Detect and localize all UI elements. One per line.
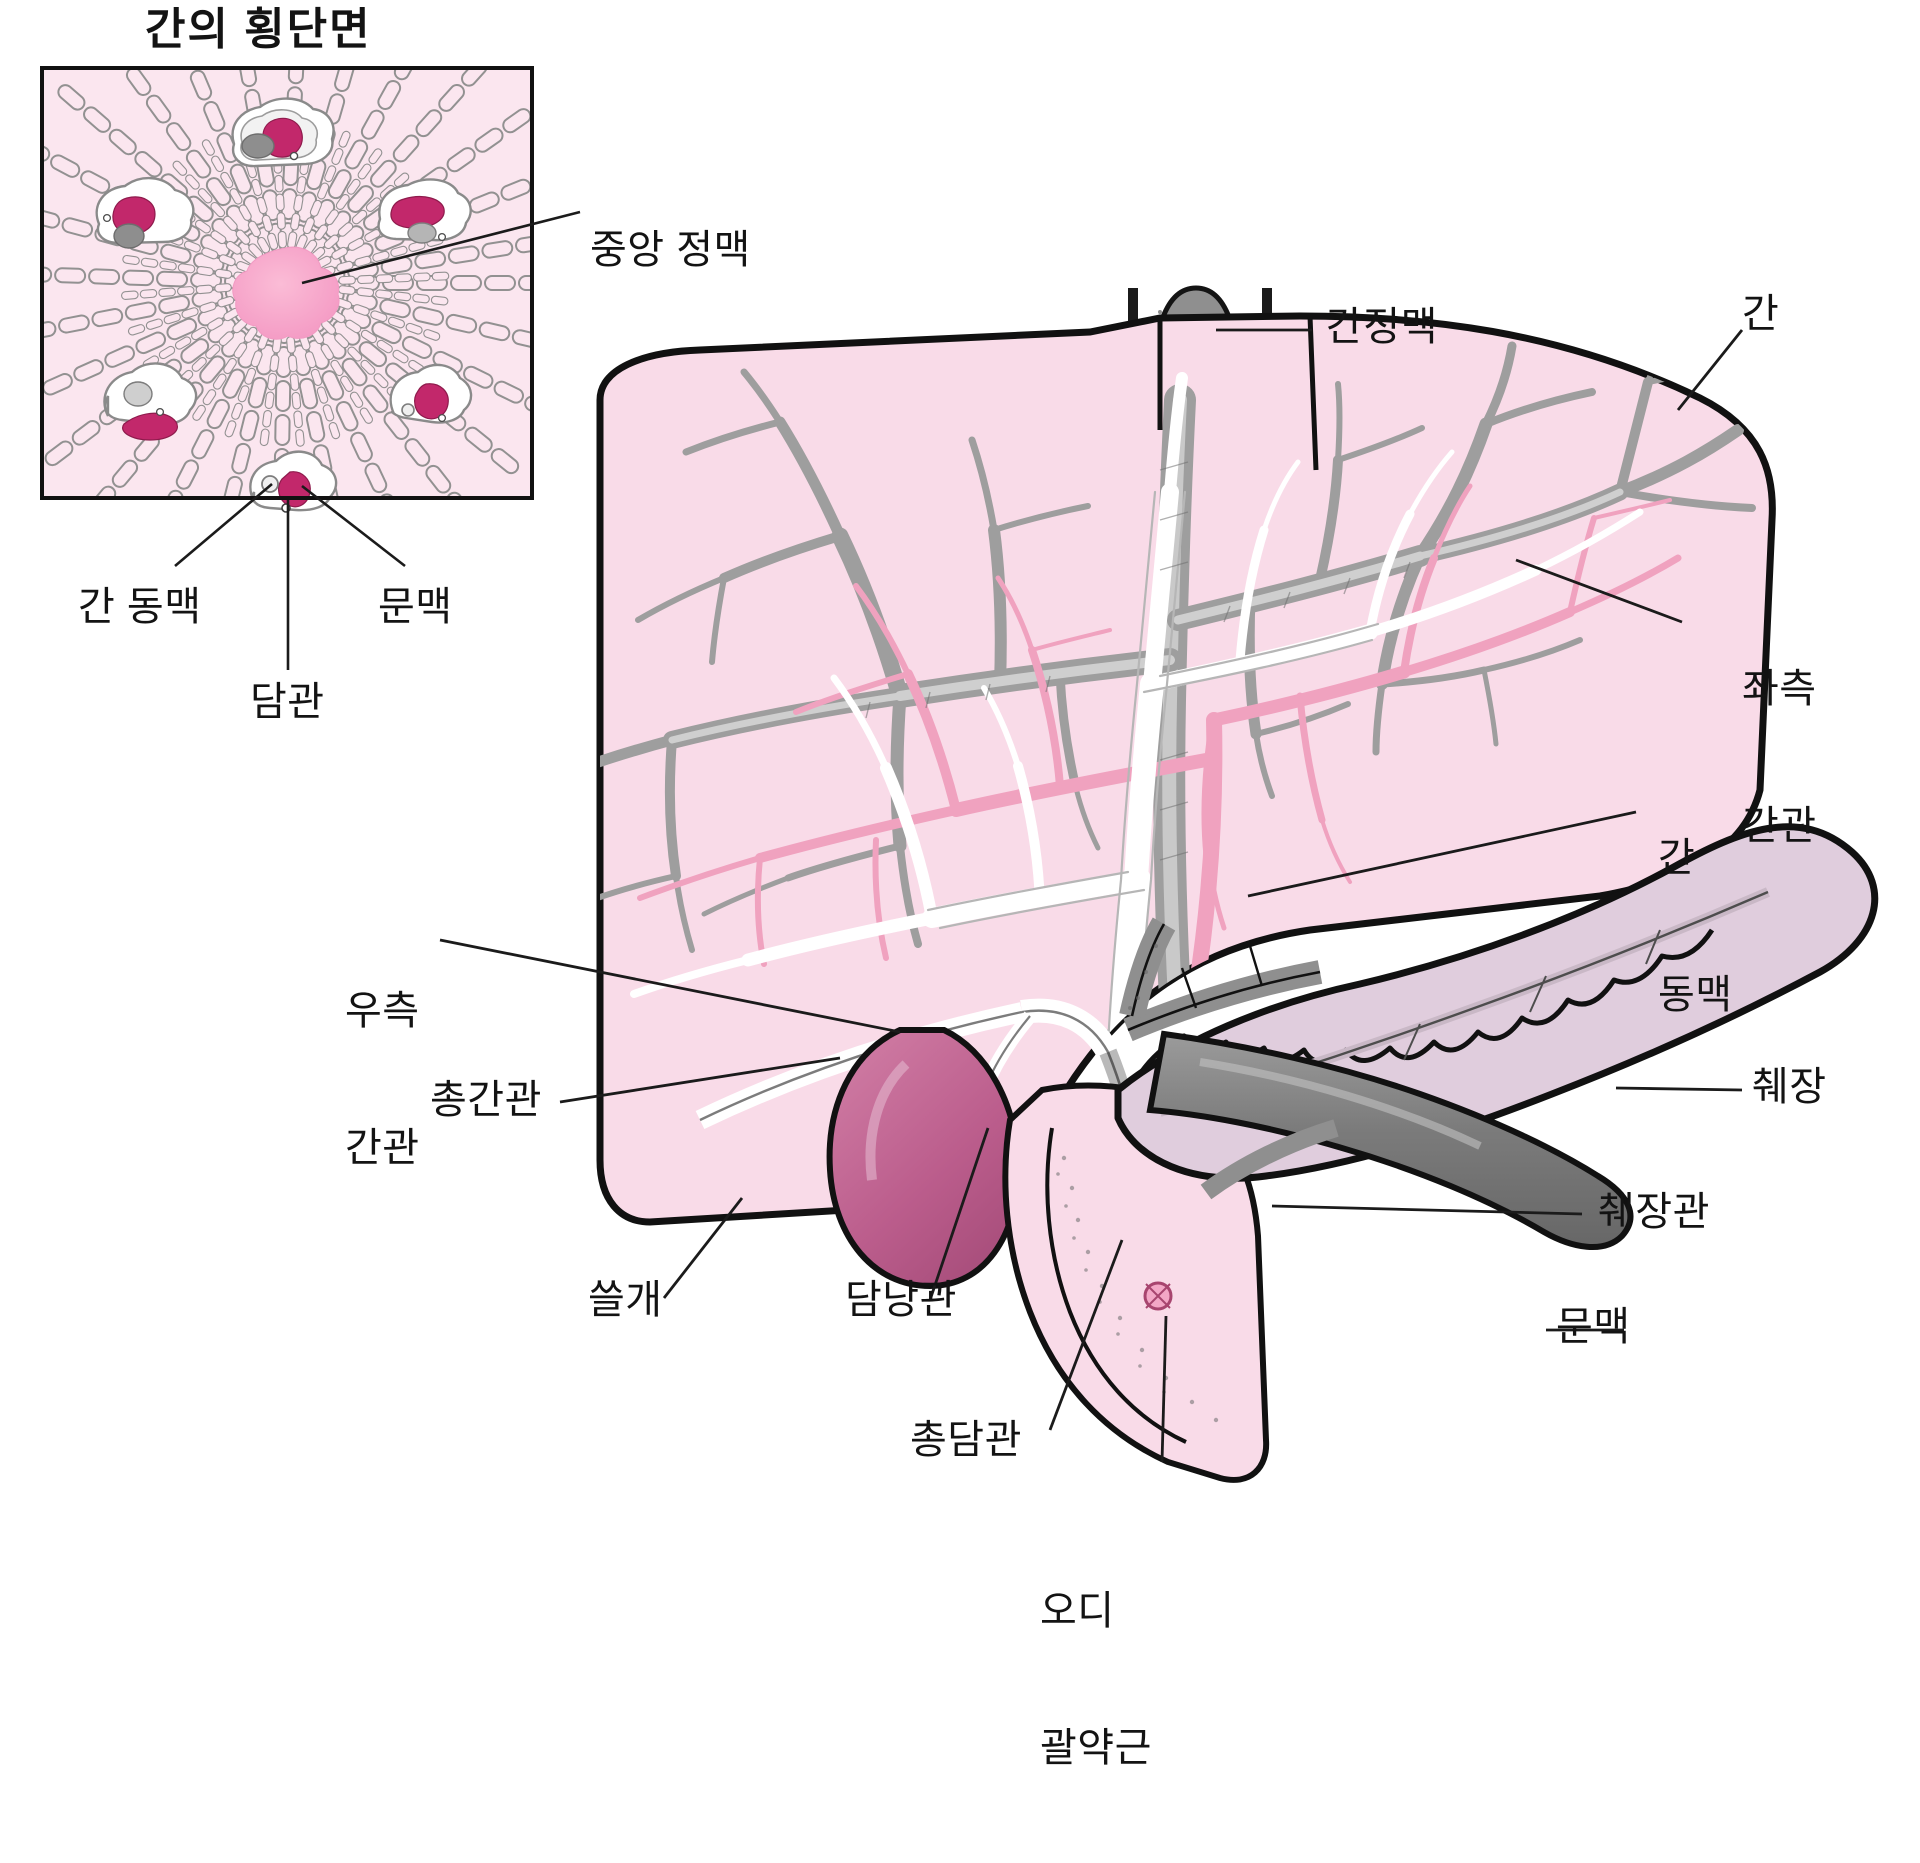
label-sphincter-of-oddi: 오디 괄약근 (1040, 1498, 1152, 1863)
sinusoid-field (42, 68, 532, 498)
label-common-bile-duct: 총담관 (910, 1418, 1022, 1462)
inset-title: 간의 횡단면 (145, 5, 372, 54)
main-liver-illustration (596, 285, 1879, 1483)
sphincter-of-oddi (1143, 1281, 1173, 1311)
label-inset-bile-duct: 담관 (250, 680, 325, 724)
label-left-hepatic-duct: 좌측 간관 (1742, 576, 1817, 941)
hepatic-artery-tree (637, 483, 1682, 998)
label-central-vein: 중앙 정맥 (590, 228, 751, 272)
gallbladder (826, 1027, 1022, 1290)
label-sphincter-line1: 오디 (1040, 1589, 1115, 1634)
central-vein-node (232, 246, 340, 340)
label-sphincter-line2: 괄약근 (1040, 1725, 1152, 1770)
figure-canvas: 간의 횡단면 중앙 정맥 간 동맥 문맥 담관 간정맥 간 좌측 간관 간 동맥… (40, 5, 1879, 1770)
label-liver: 간 (1742, 292, 1780, 336)
portal-triads (95, 97, 473, 513)
portal-vein-trunk (1146, 1030, 1634, 1250)
lobe-division (1157, 315, 1319, 471)
label-common-hepatic-duct: 총간관 (430, 1078, 542, 1122)
label-inset-hepatic-artery: 간 동맥 (78, 585, 202, 629)
label-hepatic-artery-line2: 동맥 (1658, 972, 1733, 1017)
vessel-hatching (865, 461, 1411, 861)
label-gallbladder: 쓸개 (588, 1278, 663, 1322)
label-hepatic-artery-line1: 간 (1658, 836, 1696, 881)
label-pancreas: 췌장 (1752, 1065, 1827, 1109)
label-right-hepatic-duct-line2: 간관 (345, 1125, 420, 1170)
label-hepatic-vein: 간정맥 (1326, 305, 1438, 349)
label-hepatic-artery: 간 동맥 (1658, 745, 1733, 1110)
label-left-hepatic-duct-line1: 좌측 (1742, 667, 1817, 712)
hilar-vessels (1119, 917, 1176, 1019)
inset-leader-lines (174, 210, 581, 670)
label-cystic-duct: 담낭관 (845, 1278, 957, 1322)
label-right-hepatic-duct: 우측 간관 (345, 898, 420, 1263)
anatomy-illustration (40, 66, 1879, 1483)
mesenteric-vessels (1123, 945, 1339, 1200)
liver-cross-section-inset (40, 66, 534, 513)
label-pancreatic-duct: 췌장관 (1598, 1190, 1710, 1234)
label-left-hepatic-duct-line2: 간관 (1742, 803, 1817, 848)
label-portal-vein: 문맥 (1556, 1305, 1631, 1349)
label-inset-portal-vein: 문맥 (378, 585, 453, 629)
main-leader-lines (439, 328, 1744, 1463)
duodenum (1002, 1082, 1270, 1483)
label-right-hepatic-duct-line1: 우측 (345, 989, 420, 1034)
